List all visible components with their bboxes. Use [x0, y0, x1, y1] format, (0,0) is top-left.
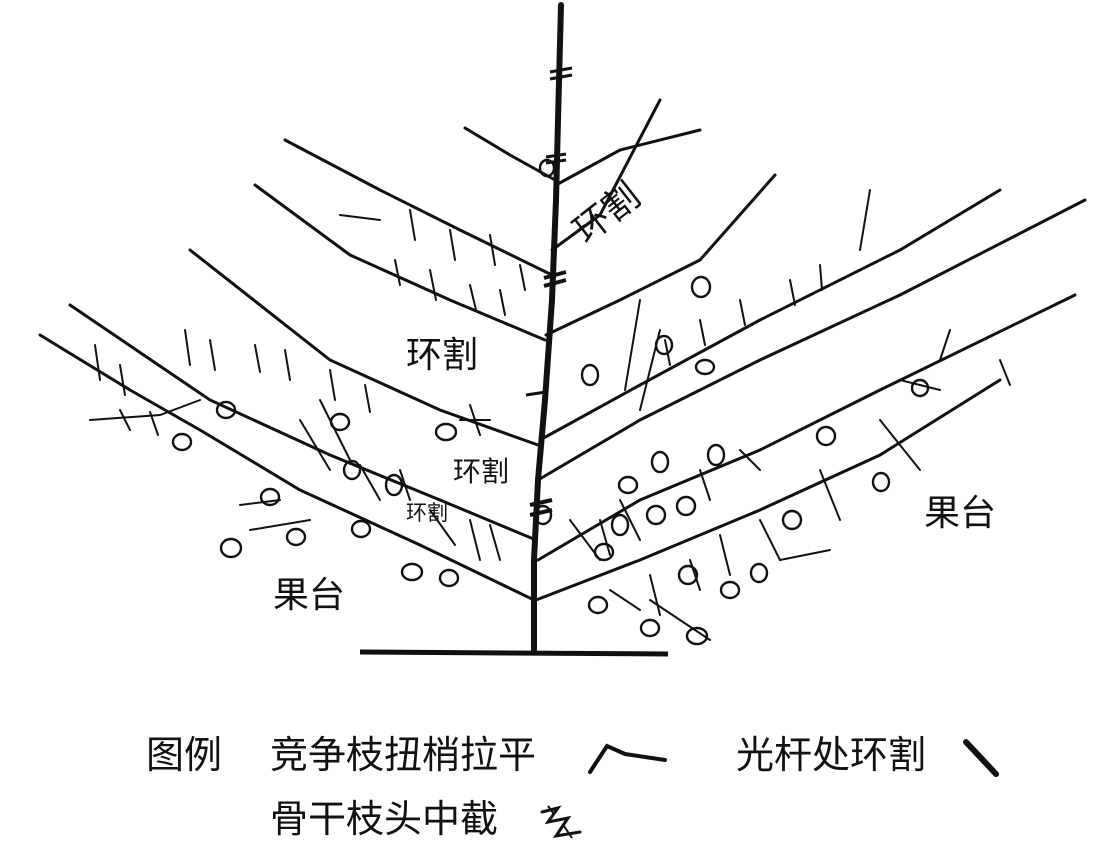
fruit-platform-label-left: 果台: [273, 575, 346, 616]
right-branch-4: [538, 188, 1002, 442]
left-branch-4: [253, 183, 547, 342]
legend-item-heading-back: 骨干枝头中截: [270, 797, 499, 841]
girdle-label-center: 环割: [453, 455, 510, 488]
left-branch-5: [283, 138, 554, 277]
left-branch-3: [188, 248, 540, 447]
fruit-markers: [171, 158, 930, 646]
central-leader: [531, 2, 564, 655]
twisted-cut-icon: [540, 805, 582, 839]
left-twigs: [89, 209, 526, 561]
girdle-label-small: 环割: [406, 501, 448, 525]
right-branch-3: [536, 198, 1087, 482]
legend-title: 图例: [146, 733, 223, 777]
diagonal-stroke-icon: [963, 739, 999, 777]
ground-line: [359, 649, 669, 657]
legend-item-girdle: 光杆处环割: [736, 733, 927, 777]
right-branch-6: [550, 98, 662, 252]
bent-branch-icon: [588, 743, 667, 774]
right-branch-2: [536, 293, 1077, 562]
left-branch-1: [38, 333, 536, 602]
girdle-label-upper-left: 环割: [406, 335, 479, 376]
legend-item-twist-flatten: 竞争枝扭梢拉平: [270, 733, 537, 777]
right-twigs: [569, 189, 1011, 641]
left-branch-2: [68, 303, 538, 542]
fruit-platform-label-right: 果台: [924, 493, 997, 534]
right-branch-7: [554, 128, 702, 187]
right-branch-1: [534, 378, 1002, 602]
right-branch-5: [544, 173, 777, 337]
